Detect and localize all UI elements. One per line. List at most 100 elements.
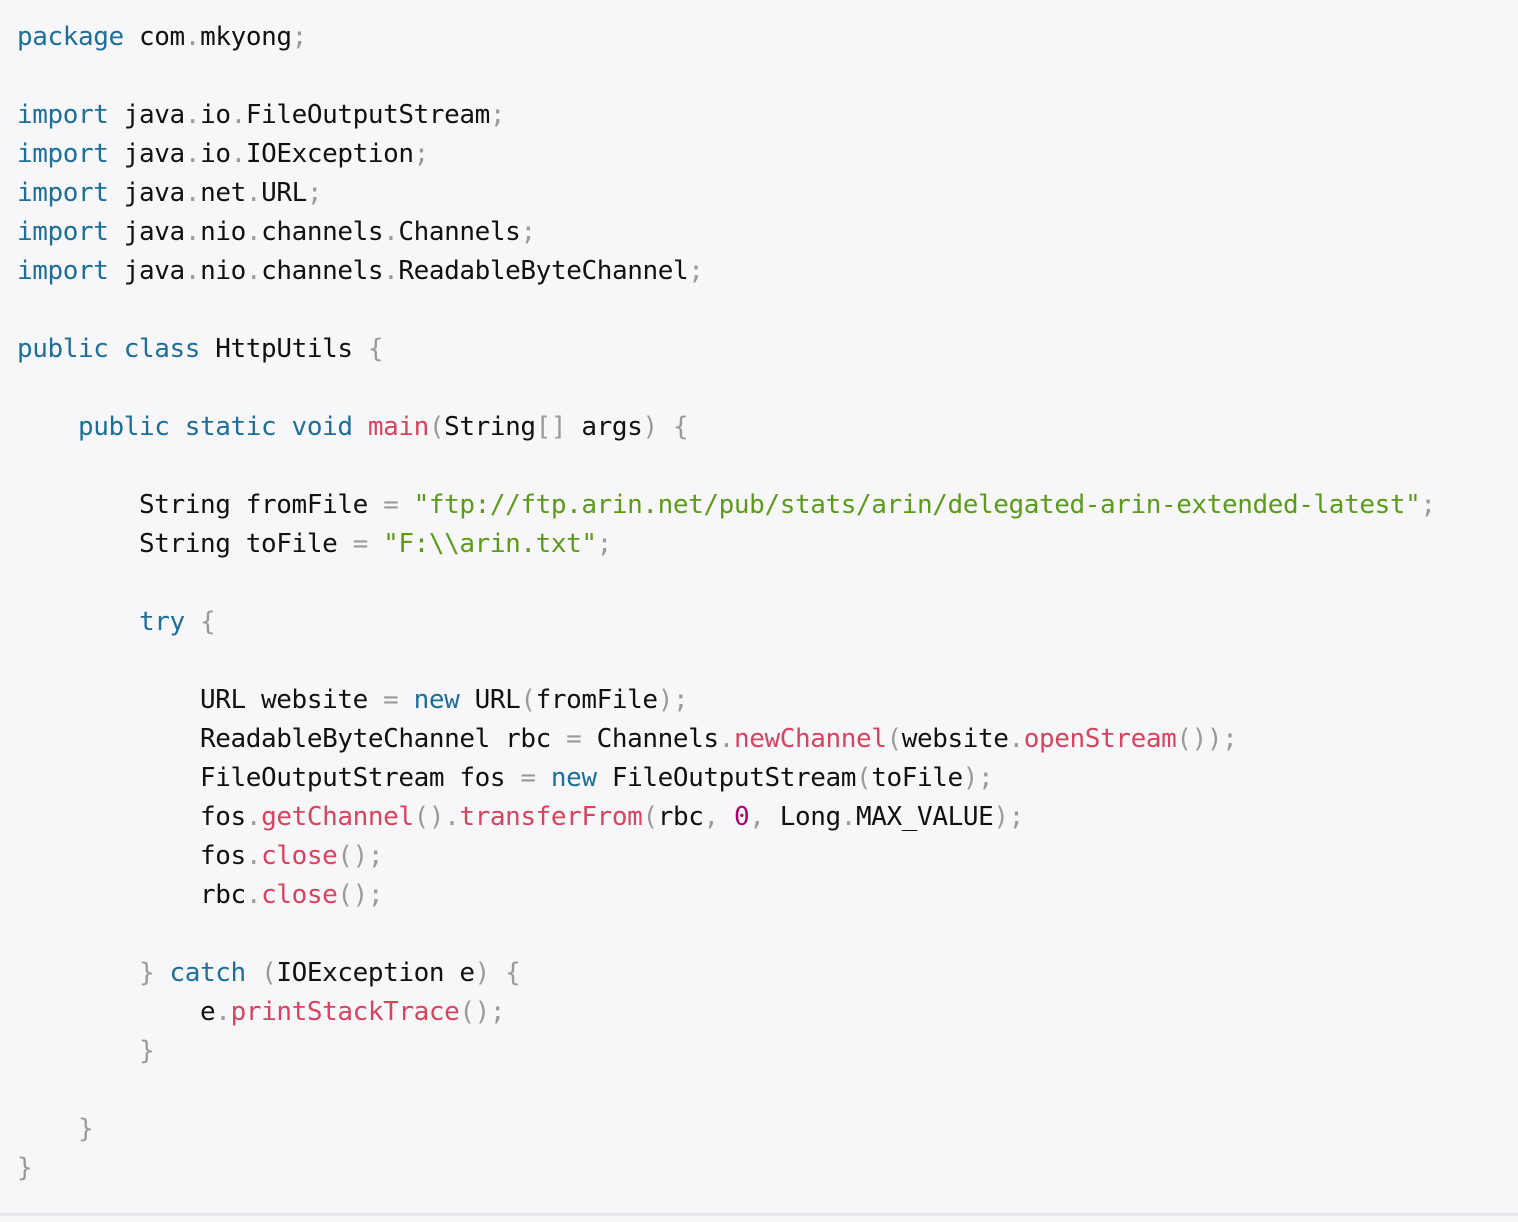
code-token: URL [459, 685, 521, 715]
code-token: } [17, 1114, 94, 1144]
code-token: (); [459, 997, 506, 1027]
code-token: IOException [245, 139, 414, 169]
code-token: . [230, 139, 247, 169]
code-token: ( [886, 724, 902, 754]
code-token: . [184, 256, 201, 286]
code-line: } [17, 1110, 1518, 1149]
code-token: = [383, 490, 399, 520]
code-token: . [184, 178, 201, 208]
code-token: io [200, 100, 231, 130]
code-token: main [352, 412, 429, 442]
code-token: } [17, 1153, 33, 1183]
code-line: ​ [17, 1071, 1518, 1110]
code-token: package [17, 22, 124, 52]
code-token: ( [642, 802, 658, 832]
code-token: { [184, 607, 216, 637]
code-token: ; [306, 178, 323, 208]
code-token: new [535, 763, 597, 793]
code-token: String [444, 412, 536, 442]
code-line: import java.net.URL; [17, 174, 1518, 213]
code-token: java [108, 217, 185, 247]
code-line: package com.mkyong; [17, 18, 1518, 57]
code-token: . [840, 802, 857, 832]
code-token: . [245, 178, 262, 208]
code-token: import [17, 178, 109, 208]
code-token: HttpUtils [200, 334, 368, 364]
code-token: ; [1420, 490, 1436, 520]
code-token: import [17, 256, 109, 286]
code-token: ; [596, 529, 613, 559]
code-token: . [184, 139, 201, 169]
code-line: ​ [17, 564, 1518, 603]
code-line: e.printStackTrace(); [17, 993, 1518, 1032]
code-token: ); [993, 802, 1024, 832]
code-line: URL website = new URL(fromFile); [17, 681, 1518, 720]
code-token: 0 [733, 802, 750, 832]
code-token: close [261, 841, 338, 871]
code-token: getChannel [261, 802, 414, 832]
code-line: import java.io.IOException; [17, 135, 1518, 174]
code-line: ​ [17, 915, 1518, 954]
code-token: ( [245, 958, 277, 988]
code-token: = [520, 763, 536, 793]
code-line: public static void main(String[] args) { [17, 408, 1518, 447]
code-token: Channels [398, 217, 521, 247]
code-token: , [703, 802, 734, 832]
code-token: java [108, 256, 185, 286]
code-token: io [200, 139, 231, 169]
code-line: import java.nio.channels.Channels; [17, 213, 1518, 252]
code-token: } [17, 1036, 155, 1066]
code-token: nio [200, 217, 246, 247]
code-token: . [245, 880, 262, 910]
code-token: ( [428, 412, 445, 442]
code-token: java [108, 100, 185, 130]
code-token: . [718, 724, 735, 754]
code-token: printStackTrace [230, 997, 460, 1027]
code-token: e [17, 997, 216, 1027]
code-token: public class [17, 334, 201, 364]
code-token: (); [337, 841, 384, 871]
code-token: = [352, 529, 369, 559]
code-token: ( [855, 763, 872, 793]
code-token: FileOutputStream [596, 763, 856, 793]
code-line: FileOutputStream fos = new FileOutputStr… [17, 759, 1518, 798]
code-line: rbc.close(); [17, 876, 1518, 915]
code-token: channels [261, 256, 384, 286]
code-token: . [245, 217, 262, 247]
code-token: [] [535, 412, 567, 442]
code-token: com [123, 22, 185, 52]
code-token: } [17, 958, 170, 988]
code-token: . [230, 100, 247, 130]
code-token: ()); [1176, 724, 1238, 754]
code-token: channels [261, 217, 384, 247]
code-token: java [108, 178, 185, 208]
code-token: fos [17, 841, 246, 871]
code-line: } [17, 1032, 1518, 1071]
code-token: fromFile [535, 685, 658, 715]
code-token: fos [17, 802, 246, 832]
code-token: website [901, 724, 1009, 754]
code-token: MAX_VALUE [856, 802, 994, 832]
code-token: try [17, 607, 185, 637]
code-line: fos.close(); [17, 837, 1518, 876]
code-token: import [17, 139, 109, 169]
code-token: = [383, 685, 399, 715]
code-line: ReadableByteChannel rbc = Channels.newCh… [17, 720, 1518, 759]
code-token: openStream [1023, 724, 1177, 754]
code-line: ​ [17, 369, 1518, 408]
code-token: ; [489, 100, 506, 130]
code-token: (); [337, 880, 384, 910]
code-token: , [749, 802, 780, 832]
code-token: new [398, 685, 460, 715]
code-view: package com.mkyong;​import java.io.FileO… [17, 18, 1518, 1188]
code-line: String fromFile = "ftp://ftp.arin.net/pu… [17, 486, 1518, 525]
code-token: close [261, 880, 338, 910]
code-token: URL website [17, 685, 384, 715]
code-line: ​ [17, 291, 1518, 330]
code-token: toFile [871, 763, 963, 793]
code-token: . [184, 100, 201, 130]
code-token: ( [520, 685, 536, 715]
code-token: String toFile [17, 529, 353, 559]
code-token: import [17, 100, 109, 130]
code-token: "ftp://ftp.arin.net/pub/stats/arin/deleg… [398, 490, 1421, 520]
